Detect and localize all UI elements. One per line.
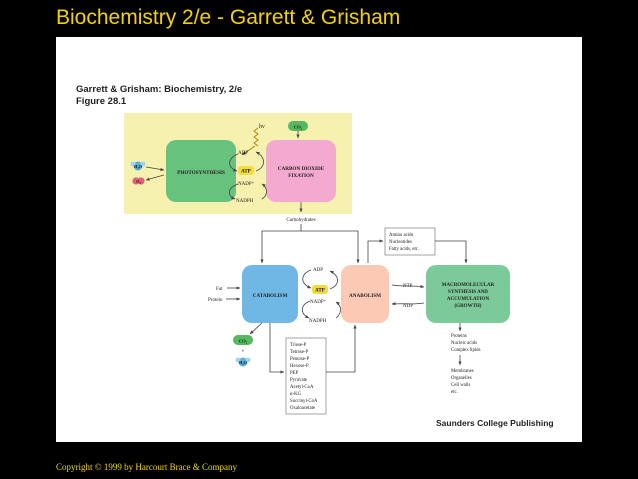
top-atp-badge: [238, 166, 254, 175]
copyright-footer: Copyright © 1999 by Harcourt Brace & Com…: [56, 462, 238, 472]
co2-input-label: CO₂: [294, 125, 303, 130]
intermediate-item: Hexose-P: [290, 364, 309, 369]
intermediate-item: PEP: [290, 371, 299, 376]
o2-molecule-icon: [132, 177, 140, 185]
carbohydrates-label: Carbohydrates: [286, 218, 315, 223]
co2-fixation-box: [266, 140, 336, 202]
h2o-output-icon: [235, 357, 241, 363]
h2o-output-icon: [238, 357, 248, 367]
photosynthesis-label: PHOTOSYNTHESIS: [177, 170, 225, 176]
co2-input-badge: [288, 121, 308, 131]
structure-item: Cell walls: [451, 383, 470, 388]
o2-molecule-icon: [137, 177, 145, 185]
figure-number: Figure 28.1: [76, 96, 127, 107]
figure-book-title: Garrett & Grisham: Biochemistry, 2/e: [76, 84, 243, 95]
h2o-arrow: [145, 166, 165, 171]
co2-output-label: CO₂: [239, 339, 248, 344]
mid-atp-badge: [312, 285, 328, 294]
ntp-label: NTP: [403, 284, 413, 289]
co2-fixation-label-1: CARBON DIOXIDE: [278, 166, 325, 172]
intermediate-item: Pyruvate: [290, 378, 307, 383]
slide-title: Biochemistry 2/e - Garrett & Grisham: [56, 6, 401, 29]
photosynthesis-box: [166, 140, 236, 202]
light-arrow: [241, 145, 256, 156]
structure-item: Organelles: [451, 376, 472, 381]
structure-item: etc.: [451, 390, 458, 395]
anabolism-box: [341, 265, 389, 323]
h2o-molecule-icon: [130, 161, 136, 167]
macromolecular-label-1: MACROMOLECULAR: [442, 283, 495, 288]
catabolism-label: CATABOLISM: [253, 293, 288, 299]
co2-fixation-label-2: FIXATION: [288, 173, 314, 179]
h2o-molecule-icon: [133, 161, 143, 171]
macromolecular-label-3: ACCUMULATION: [447, 297, 490, 302]
top-adp-label: ADP: [238, 151, 248, 156]
macromolecular-label-4: (GROWTH): [455, 304, 482, 309]
plus-sign: +: [241, 349, 245, 355]
intermediates-box: [285, 337, 327, 415]
light-wave-icon: [253, 127, 259, 147]
product-item: Nucleic acids: [451, 341, 477, 346]
ndp-label: NDP: [403, 304, 413, 309]
intermediate-item: Oxaloacetate: [290, 406, 315, 411]
o2-arrow: [145, 174, 165, 181]
product-item: Complex lipids: [451, 348, 481, 353]
product-item: Proteins: [451, 334, 467, 339]
h2o-output-label: H₂O: [239, 360, 248, 365]
mid-nadph-label: NADPH: [309, 319, 327, 324]
intermediate-item: Pentose-P: [290, 357, 310, 362]
publisher-label: Saunders College Publishing: [436, 418, 554, 428]
h2o-label: H₂O: [134, 164, 143, 169]
building-block-item: Fatty acids, etc.: [389, 247, 419, 252]
anabolism-label: ANABOLISM: [349, 293, 381, 299]
intermediate-item: Acetyl-CoA: [290, 385, 314, 390]
protein-label: Protein: [208, 298, 223, 303]
catabolism-box: [242, 265, 298, 323]
top-nadph-label: NADPH: [236, 199, 254, 204]
top-nadp-label: NADP⁺: [238, 181, 255, 187]
building-block-item: Nucleotides: [389, 240, 412, 245]
o2-label: O₂: [136, 179, 141, 184]
h2o-output-icon: [245, 357, 251, 363]
building-blocks-box: [384, 227, 436, 256]
building-block-item: Amino acids: [389, 233, 414, 238]
mid-nadp-label: NADP⁺: [310, 299, 327, 305]
fat-label: Fat: [216, 287, 223, 292]
structure-item: Membranes: [451, 369, 474, 374]
co2-output-badge: [233, 335, 253, 345]
intermediate-item: α-KG: [290, 392, 302, 397]
macromolecular-label-2: SYNTHESIS AND: [448, 290, 488, 295]
mid-atp-label: ATP: [315, 289, 325, 294]
intermediate-item: Triose-P: [290, 343, 307, 348]
intermediate-item: Succinyl-CoA: [290, 399, 318, 404]
mid-adp-label: ADP: [313, 268, 323, 273]
h2o-molecule-icon: [140, 161, 146, 167]
light-label: hν: [259, 124, 265, 130]
intermediate-item: Tetrose-P: [290, 350, 309, 355]
macromolecular-box: [426, 265, 510, 323]
top-atp-label: ATP: [241, 170, 251, 175]
